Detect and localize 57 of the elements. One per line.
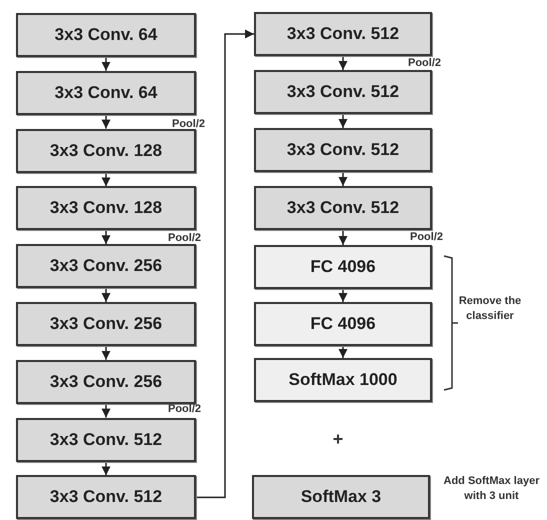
layer-box	[16, 13, 196, 57]
annotation-text: Pool/2	[408, 56, 442, 71]
layer-box	[16, 70, 196, 115]
layer-label: 3x3 Conv. 128	[50, 140, 162, 161]
annotation-text: Pool/2	[168, 231, 202, 246]
layer-label: SoftMax 3	[300, 487, 382, 507]
annotation-text: Pool/2	[168, 402, 202, 417]
layer-box	[254, 186, 432, 230]
note-text: Add SoftMax layer with 3 unit	[442, 474, 540, 504]
arrow	[102, 404, 110, 418]
arrow	[338, 114, 348, 128]
layer-label: 3x3 Conv. 256	[50, 372, 162, 392]
layer-box	[16, 418, 196, 462]
layer-box	[254, 70, 432, 114]
arrow	[196, 30, 254, 498]
annotation-text: Remove the classifier	[458, 294, 522, 324]
annotation-text: Pool/2	[172, 117, 206, 132]
layer-label: 3x3 Conv. 512	[286, 82, 400, 102]
arrow	[102, 230, 110, 244]
arrow	[102, 57, 110, 71]
layer-label: 3x3 Conv. 128	[50, 198, 162, 218]
annotation-text: Pool/2	[410, 230, 444, 245]
plus-sign: +	[332, 428, 344, 451]
arrow	[338, 172, 348, 186]
layer-label: 3x3 Conv. 64	[54, 82, 158, 103]
layer-label: SoftMax 1000	[288, 370, 398, 390]
arrow	[102, 288, 110, 302]
arrow	[338, 289, 348, 302]
layer-box	[254, 302, 432, 346]
layer-box	[254, 12, 432, 56]
layer-label: FC 4096	[310, 257, 376, 277]
layer-box	[252, 475, 430, 519]
arrow	[338, 230, 348, 245]
arrow	[338, 346, 348, 358]
layer-label: 3x3 Conv. 256	[50, 256, 162, 276]
layer-box	[16, 186, 196, 230]
layer-box	[254, 358, 432, 402]
layer-box	[16, 360, 196, 404]
arrow	[102, 114, 110, 129]
layer-label: 3x3 Conv. 512	[286, 140, 400, 160]
layer-box	[16, 302, 196, 346]
layer-label: 3x3 Conv. 64	[54, 25, 158, 45]
layer-label: 3x3 Conv. 512	[50, 487, 162, 508]
layer-label: 3x3 Conv. 256	[50, 314, 162, 334]
layer-box	[16, 475, 196, 520]
layer-label: 3x3 Conv. 512	[286, 24, 400, 44]
arrow	[102, 462, 110, 476]
layer-label: 3x3 Conv. 512	[50, 430, 162, 450]
layer-box	[254, 128, 432, 172]
arrow	[102, 346, 110, 360]
arrow	[102, 172, 110, 186]
layer-box	[16, 128, 196, 173]
arrow	[338, 56, 348, 70]
layer-box	[254, 245, 432, 289]
layer-label: FC 4096	[310, 314, 376, 334]
layer-box	[16, 244, 196, 288]
layer-label: 3x3 Conv. 512	[286, 198, 400, 218]
